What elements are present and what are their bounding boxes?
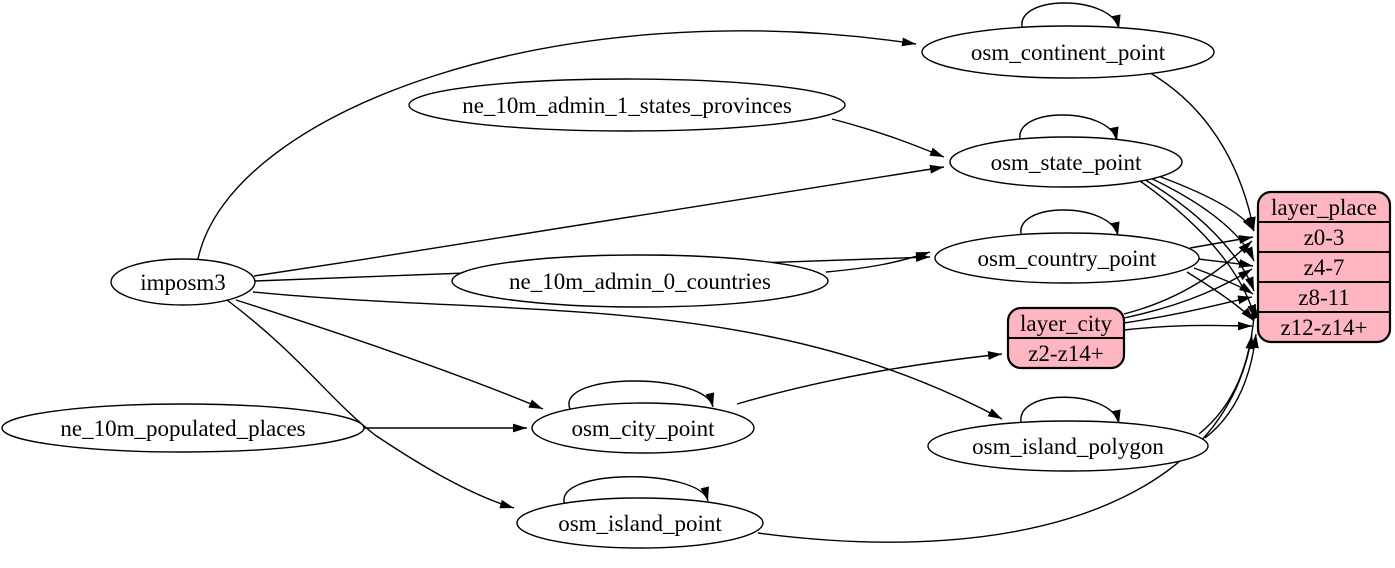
edge-osm_island_polygon--layer_place--z12-z14+ — [1204, 333, 1259, 439]
node-shape-osm_island_point — [516, 497, 764, 549]
node-label-imposm3: imposm3 — [140, 270, 226, 295]
node-shape-ne_10m_admin_1_states_provinces — [408, 78, 846, 132]
node-shape-imposm3 — [110, 258, 256, 306]
node-shape-ne_10m_admin_0_countries — [451, 254, 829, 308]
node-label-ne_10m_admin_0_countries: ne_10m_admin_0_countries — [509, 269, 771, 294]
edge-osm_city_point--osm_city_point — [568, 380, 715, 410]
node-shape-ne_10m_populated_places — [1, 403, 365, 453]
node-osm_state_point: osm_state_point — [949, 136, 1183, 188]
record-row-z12-z14+: z12-z14+ — [1280, 315, 1367, 340]
node-osm_island_point: osm_island_point — [516, 497, 764, 549]
node-imposm3: imposm3 — [110, 258, 256, 306]
edge-osm_continent_point--osm_continent_point — [1021, 2, 1121, 32]
edge-osm_country_point--osm_country_point — [1020, 209, 1120, 239]
node-ne_10m_admin_1_states_provinces: ne_10m_admin_1_states_provinces — [408, 78, 846, 132]
edge-osm_island_point--osm_island_point — [563, 476, 709, 506]
edge-osm_country_point--layer_place--z0-3 — [1189, 235, 1254, 249]
edge-osm_state_point--layer_place--z4-7 — [1143, 174, 1255, 262]
record-shape-layer_place — [1256, 190, 1392, 344]
record-header-layer_city: layer_city — [1020, 311, 1112, 336]
node-shape-osm_continent_point — [921, 25, 1215, 79]
node-label-osm_country_point: osm_country_point — [978, 246, 1157, 271]
node-shape-osm_country_point — [934, 232, 1200, 284]
record-row-z8-11: z8-11 — [1298, 285, 1350, 310]
node-label-osm_state_point: osm_state_point — [991, 150, 1142, 175]
record-layer_city: layer_city z2-z14+ — [1006, 306, 1126, 370]
node-shape-osm_island_polygon — [927, 420, 1209, 472]
record-layer_place: layer_place z0-3 z4-7 z8-11 z12-z14+ — [1256, 190, 1392, 344]
edge-osm_island_polygon--osm_island_polygon — [1020, 396, 1121, 427]
edge-layer_city--layer_place--z0-3 — [1123, 240, 1253, 315]
node-osm_continent_point: osm_continent_point — [921, 25, 1215, 79]
edge-imposm3--osm_city_point — [235, 299, 544, 410]
record-header-layer_place: layer_place — [1271, 195, 1377, 220]
node-label-osm_island_polygon: osm_island_polygon — [972, 434, 1164, 459]
edge-imposm3--osm_island_polygon — [252, 291, 1003, 420]
edge-osm_state_point--layer_place--z8-11 — [1141, 177, 1255, 292]
edge-ne_10m_admin_1_states_provinces--osm_state_point — [831, 118, 945, 158]
edge-layer_city--layer_place--z12-z14+ — [1123, 321, 1253, 331]
edge-osm_state_point--layer_place--z0-3 — [1146, 171, 1255, 232]
node-label-osm_continent_point: osm_continent_point — [971, 40, 1166, 65]
node-osm_city_point: osm_city_point — [531, 402, 755, 454]
node-label-ne_10m_admin_1_states_provinces: ne_10m_admin_1_states_provinces — [462, 93, 792, 118]
node-ne_10m_admin_0_countries: ne_10m_admin_0_countries — [451, 254, 829, 308]
node-label-osm_island_point: osm_island_point — [558, 511, 722, 536]
record-row-z4-7: z4-7 — [1304, 255, 1345, 280]
node-label-ne_10m_populated_places: ne_10m_populated_places — [60, 416, 305, 441]
record-row-z0-3: z0-3 — [1304, 225, 1345, 250]
node-osm_country_point: osm_country_point — [934, 232, 1200, 284]
edge-osm_country_point--layer_place--z8-11 — [1193, 267, 1254, 295]
node-label-osm_city_point: osm_city_point — [571, 416, 715, 441]
edge-imposm3--osm_island_point — [226, 299, 515, 509]
edge-ne_10m_admin_0_countries--osm_country_point — [825, 251, 931, 273]
edge-osm_country_point--layer_place--z4-7 — [1197, 258, 1254, 268]
node-osm_island_polygon: osm_island_polygon — [927, 420, 1209, 472]
edge-layer_city--layer_place--z8-11 — [1123, 295, 1253, 324]
edge-imposm3--osm_continent_point — [197, 30, 917, 260]
edge-osm_city_point--layer_city--z2-z14+ — [736, 351, 1003, 405]
node-shape-osm_city_point — [531, 402, 755, 454]
edge-osm_continent_point--layer_place--z0-3 — [1146, 70, 1256, 232]
edge-layer_city--layer_place--z4-7 — [1123, 268, 1253, 319]
edge-osm_state_point--osm_state_point — [1019, 114, 1119, 144]
edge-osm_island_point--layer_place--z12-z14+ — [757, 334, 1255, 543]
record-row-z2-z14+: z2-z14+ — [1028, 341, 1104, 366]
node-shape-osm_state_point — [949, 136, 1183, 188]
node-ne_10m_populated_places: ne_10m_populated_places — [1, 403, 365, 453]
